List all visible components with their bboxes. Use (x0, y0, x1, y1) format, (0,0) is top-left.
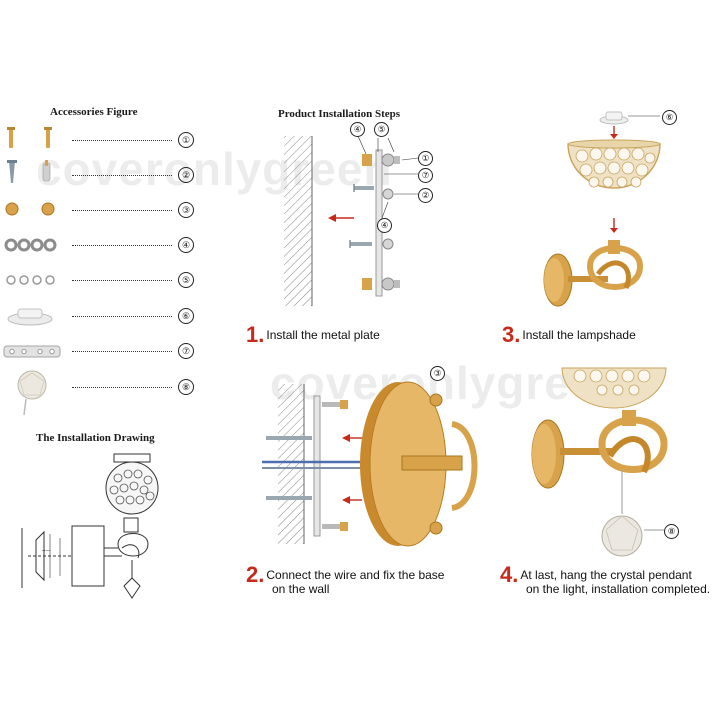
watermark-top: coveronlygreen (36, 143, 393, 195)
callout-2: ② (418, 188, 433, 203)
lamp-cap-icon (7, 308, 53, 326)
accessory-row-4: ④ (0, 235, 200, 257)
item-number: ⑦ (178, 343, 194, 359)
callout-4-bottom: ④ (377, 218, 392, 233)
step-3-caption: 3.Install the lampshade (502, 324, 636, 346)
callout-5: ⑤ (374, 122, 389, 137)
step-text-line2: on the wall (272, 582, 330, 596)
step-1-caption: 1.Install the metal plate (246, 324, 380, 346)
step4-diagram (531, 367, 668, 557)
callout-1: ① (418, 151, 433, 166)
step-text: Connect the wire and fix the base (266, 568, 445, 582)
callout-4-top: ④ (350, 122, 365, 137)
callout-8: ⑧ (664, 524, 679, 539)
step-4-caption: 4.At last, hang the crystal pendant on t… (500, 564, 711, 597)
accessory-row-2: ② (0, 160, 200, 187)
item-number: ① (178, 132, 194, 148)
item-number: ② (178, 167, 194, 183)
accessory-row-6: ⑥ (0, 306, 200, 328)
leader-line (72, 351, 172, 352)
step-number: 2. (246, 562, 265, 587)
anchor-screw-icon (7, 160, 51, 183)
step3-diagram (543, 111, 661, 307)
leader-line (72, 316, 172, 317)
accessory-row-1: ① (0, 127, 200, 152)
drawing-title: The Installation Drawing (36, 432, 155, 444)
leader-line (72, 245, 172, 246)
crystal-pendant-icon (17, 370, 47, 416)
leader-line (72, 175, 172, 176)
accessory-row-5: ⑤ (0, 270, 200, 292)
leader-line (72, 280, 172, 281)
leader-line (72, 387, 172, 388)
washer-icon (4, 238, 57, 252)
gold-screw-icon (7, 127, 52, 148)
step-text: Install the metal plate (266, 328, 380, 342)
steps-title: Product Installation Steps (278, 108, 401, 120)
step-2-caption: 2.Connect the wire and fix the base on t… (246, 564, 445, 597)
item-number: ⑧ (178, 379, 194, 395)
metal-plate-icon (3, 345, 61, 358)
leader-line (72, 140, 172, 141)
accessory-row-3: ③ (0, 200, 200, 222)
item-number: ④ (178, 237, 194, 253)
gold-cap-nut-icon (5, 202, 55, 216)
item-number: ⑥ (178, 308, 194, 324)
accessories-list: ① ② ③ ④ (0, 127, 210, 416)
small-ring-icon (6, 275, 55, 285)
installation-drawing-icon: ----- (21, 453, 159, 599)
accessory-row-8: ⑧ (0, 370, 200, 416)
step-text: Install the lampshade (522, 328, 636, 342)
accessory-row-7: ⑦ (0, 341, 200, 363)
step-text-line2: on the light, installation completed. (526, 582, 711, 596)
callout-6: ⑥ (662, 110, 677, 125)
step-number: 4. (500, 562, 519, 587)
item-number: ③ (178, 202, 194, 218)
callout-7: ⑦ (418, 168, 433, 183)
step-number: 1. (246, 322, 265, 347)
accessories-title: Accessories Figure (50, 106, 138, 118)
svg-text:-----: ----- (42, 548, 51, 554)
step-number: 3. (502, 322, 521, 347)
item-number: ⑤ (178, 272, 194, 288)
step-text: At last, hang the crystal pendant (520, 568, 692, 582)
callout-3: ③ (430, 366, 445, 381)
step1-diagram (284, 135, 419, 306)
step2-diagram (262, 381, 478, 547)
leader-line (72, 210, 172, 211)
